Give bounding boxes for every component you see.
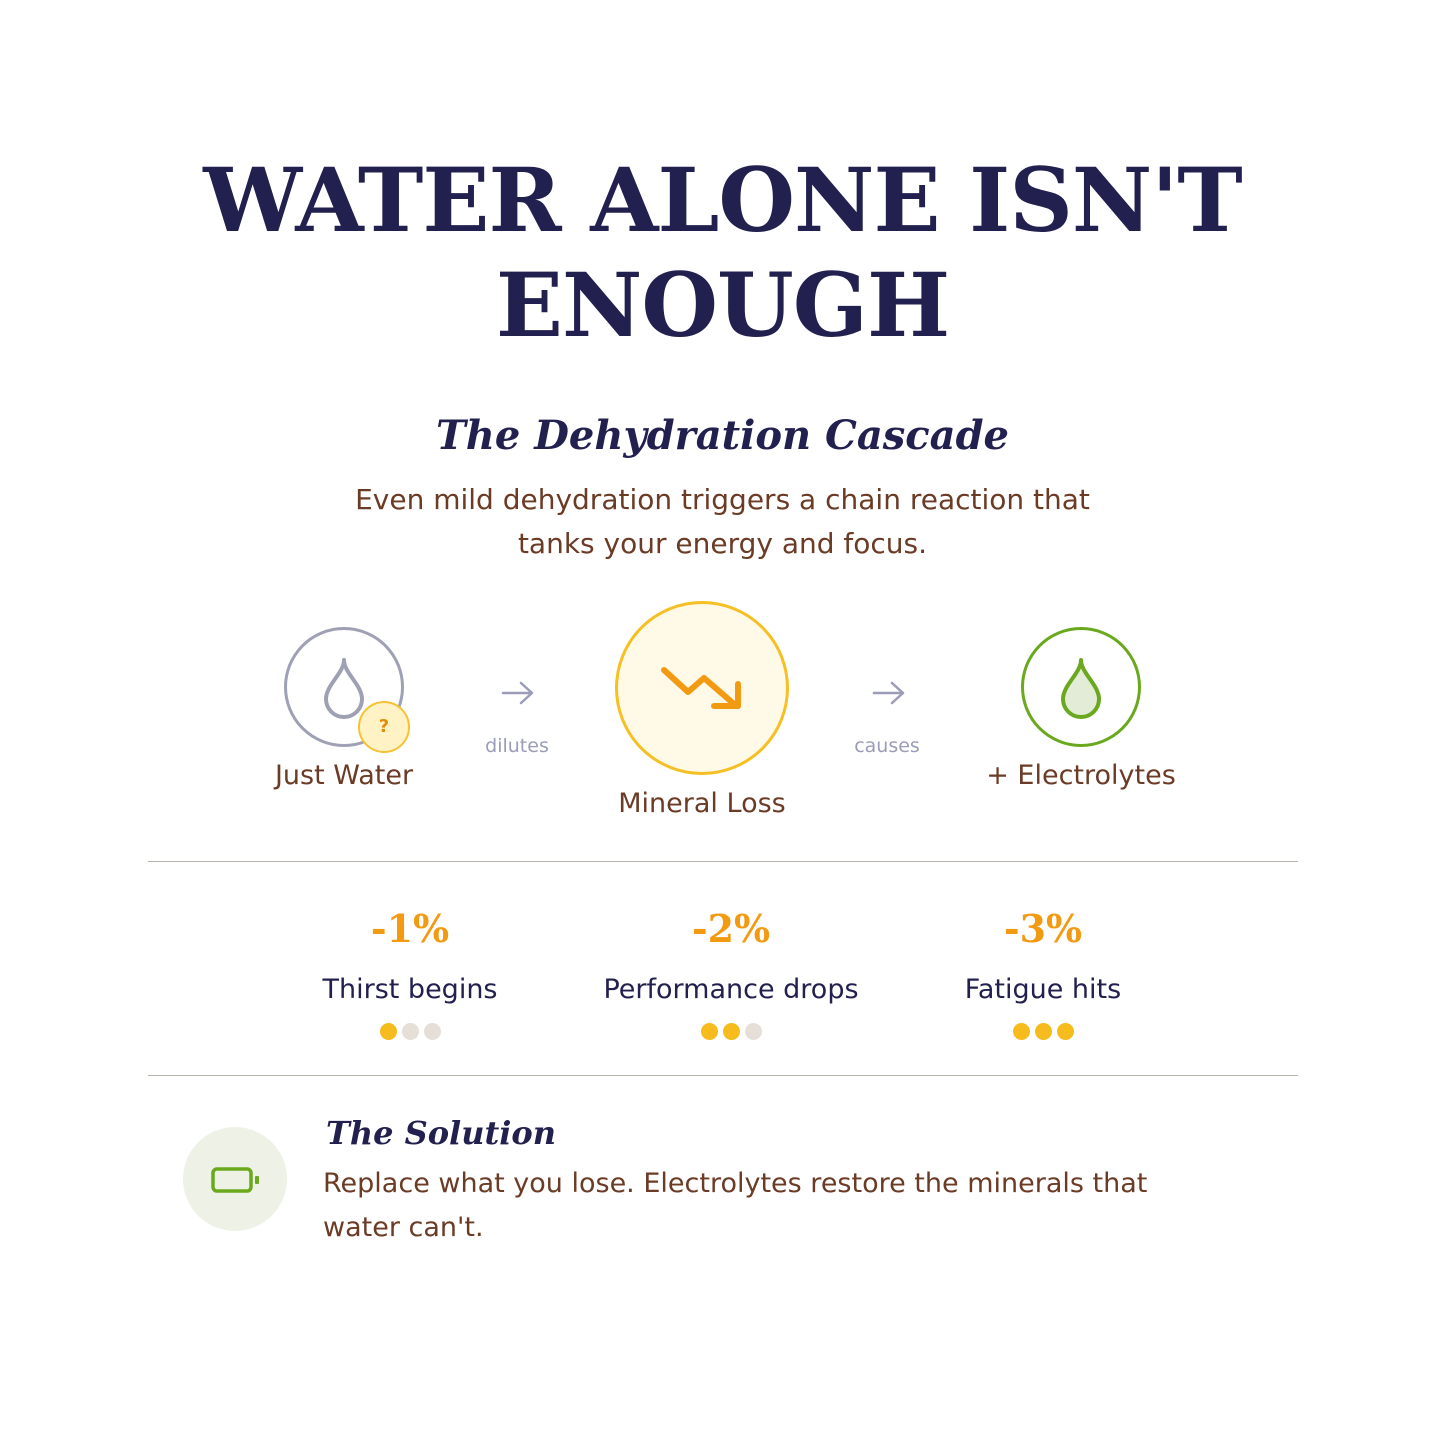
headline-line-1: WATER ALONE ISN'T — [203, 148, 1243, 252]
severity-dot-filled — [1012, 1023, 1030, 1040]
step-label-electrolytes: + Electrolytes — [986, 760, 1176, 791]
severity-dot-filled — [379, 1023, 397, 1040]
stat-thirst: -1% Thirst begins — [240, 903, 580, 1043]
severity-dots — [873, 1023, 1213, 1043]
severity-dot-filled — [1034, 1023, 1052, 1040]
severity-dot-filled — [722, 1023, 740, 1040]
solution-text-line-2: water can't. — [323, 1212, 484, 1243]
stat-label: Fatigue hits — [964, 974, 1122, 1005]
severity-dot-empty — [423, 1023, 441, 1040]
water-drop-icon — [324, 658, 364, 719]
solution-title: The Solution — [326, 1114, 556, 1152]
step-label-just-water: Just Water — [274, 760, 414, 791]
divider-bottom — [148, 1075, 1298, 1076]
headline-line-2: ENOUGH — [495, 253, 950, 357]
severity-dots — [240, 1023, 580, 1043]
intro-line-1: Even mild dehydration triggers a chain r… — [355, 483, 1090, 516]
stat-label: Performance drops — [603, 974, 859, 1005]
step-label-mineral-loss: Mineral Loss — [618, 788, 786, 819]
intro-line-2: tanks your energy and focus. — [517, 527, 928, 560]
severity-dot-empty — [401, 1023, 419, 1040]
question-badge: ? — [358, 701, 410, 753]
arrow-right-icon — [872, 681, 905, 705]
stat-percent: -1% — [370, 906, 450, 951]
severity-dot-filled — [1056, 1023, 1074, 1040]
mineral-loss-circle — [615, 601, 789, 775]
trend-down-icon — [661, 667, 741, 709]
severity-dots — [561, 1023, 901, 1043]
battery-icon — [211, 1167, 259, 1193]
stat-percent: -3% — [1003, 906, 1083, 951]
section-intro: Even mild dehydration triggers a chain r… — [300, 478, 1145, 566]
stat-performance: -2% Performance drops — [561, 903, 901, 1043]
severity-dot-empty — [744, 1023, 762, 1040]
section-title: The Dehydration Cascade — [436, 412, 1009, 459]
stat-fatigue: -3% Fatigue hits — [873, 903, 1213, 1043]
just-water-circle — [284, 627, 404, 747]
severity-dot-filled — [700, 1023, 718, 1040]
filled-drop-icon — [1061, 658, 1101, 719]
arrow-right-icon — [501, 681, 534, 705]
solution-text: Replace what you lose. Electrolytes rest… — [323, 1162, 1283, 1250]
solution-text-line-1: Replace what you lose. Electrolytes rest… — [323, 1168, 1148, 1199]
solution-icon-circle — [183, 1127, 287, 1231]
connector-label-causes: causes — [854, 735, 920, 757]
page-headline: WATER ALONE ISN'T ENOUGH — [0, 148, 1445, 358]
stat-label: Thirst begins — [322, 974, 498, 1005]
stat-percent: -2% — [691, 906, 771, 951]
connector-label-dilutes: dilutes — [485, 735, 549, 757]
divider-top — [148, 861, 1298, 862]
